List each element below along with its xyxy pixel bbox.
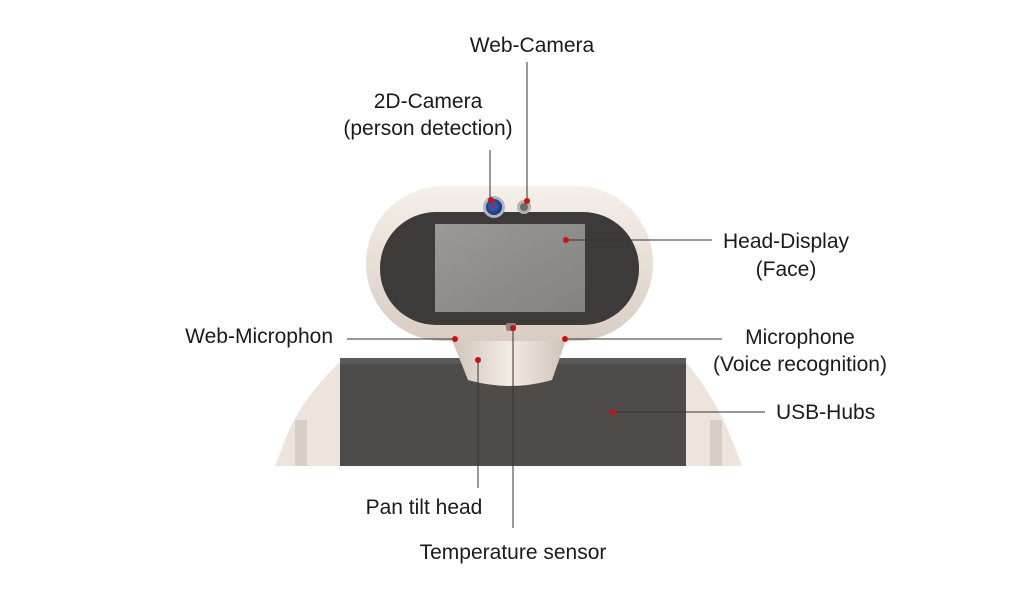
robot-head (366, 186, 653, 341)
web-camera-marker (524, 198, 530, 204)
temperature-sensor-marker (510, 325, 516, 331)
usb-hubs-label: USB-Hubs (776, 401, 876, 424)
head-display-label-line2: (Face) (755, 258, 817, 281)
head-display-screen (435, 224, 585, 312)
temperature-sensor-label: Temperature sensor (419, 541, 607, 564)
camera-2d-label-line2: (person detection) (343, 117, 513, 140)
web-camera-lens (520, 203, 528, 211)
camera-2d-label-line1: 2D-Camera (373, 90, 483, 113)
usb-hubs-marker (610, 409, 616, 415)
pan-tilt-head-label: Pan tilt head (365, 496, 483, 519)
left-arm-edge (295, 420, 307, 466)
right-shoulder (686, 362, 742, 466)
microphone-marker (562, 336, 568, 342)
right-arm-edge (710, 420, 722, 466)
camera-2d-lens (486, 199, 502, 215)
camera-2d-marker (488, 197, 494, 203)
left-shoulder (275, 362, 340, 466)
web-microphon-label: Web-Microphon (185, 325, 333, 348)
marker-dots (452, 197, 616, 415)
microphone-label-line2: (Voice recognition) (713, 353, 887, 376)
web-microphon-marker (452, 336, 458, 342)
pan-tilt-neck (452, 340, 566, 386)
pan-tilt-marker (475, 357, 481, 363)
head-display-marker (563, 237, 569, 243)
leader-lines (347, 62, 765, 528)
web-camera-label: Web-Camera (469, 34, 595, 57)
head-display-label-line1: Head-Display (722, 230, 850, 253)
microphone-label-line1: Microphone (745, 326, 855, 349)
